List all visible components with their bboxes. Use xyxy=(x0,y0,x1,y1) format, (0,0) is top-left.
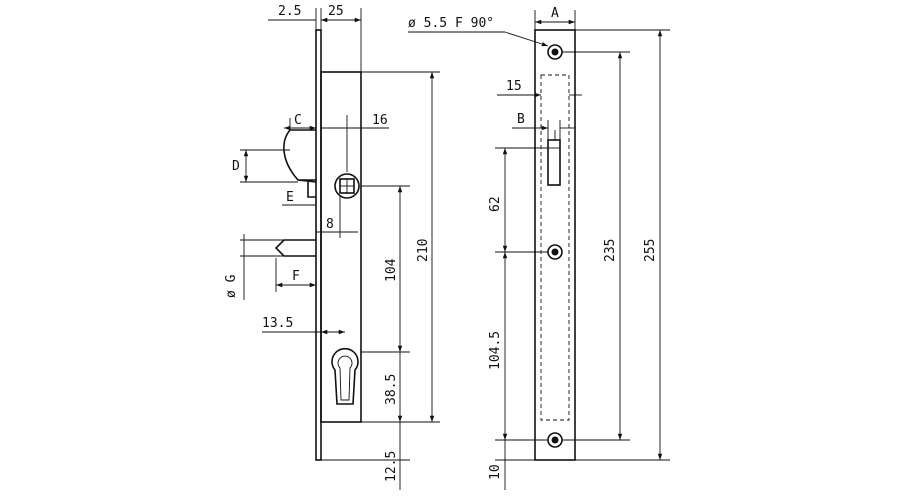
top-screw-hole xyxy=(547,44,563,60)
case-outline xyxy=(540,74,570,421)
hub xyxy=(334,173,360,199)
dim-width: A xyxy=(551,6,559,21)
dim-hook-gap: E xyxy=(286,190,294,205)
dim-plate-thickness: 2.5 xyxy=(278,4,301,19)
dim-bolt-to-hole: 62 xyxy=(488,196,503,212)
lock-body xyxy=(320,71,362,423)
dim-bottom-side: 12.5 xyxy=(384,451,399,482)
dim-hook-offset: C xyxy=(294,113,302,128)
dim-latch-dia: ø G xyxy=(224,274,239,298)
bottom-screw-hole xyxy=(547,432,563,448)
cylinder-profile xyxy=(331,347,359,405)
dim-hook-height: D xyxy=(232,159,240,174)
dim-backset: 16 xyxy=(372,113,388,128)
dim-bolt-width: B xyxy=(517,112,525,127)
bolt-slot xyxy=(547,139,561,186)
dim-bottom-front: 10 xyxy=(488,464,503,480)
latch-bolt xyxy=(274,239,316,257)
front-faceplate xyxy=(534,29,576,461)
dim-slot-width: 15 xyxy=(506,79,522,94)
dim-latch-length: F xyxy=(292,269,300,284)
dim-total-height: 255 xyxy=(643,239,658,262)
dim-hole-to-bottom-hole: 104.5 xyxy=(488,331,503,370)
mid-screw-hole xyxy=(547,244,563,260)
dim-hole: ø 5.5 F 90° xyxy=(408,16,494,31)
dim-hub-offset: 8 xyxy=(326,217,334,232)
dim-cylinder-to-bottom: 38.5 xyxy=(384,374,399,405)
dim-cylinder-offset: 13.5 xyxy=(262,316,293,331)
dim-hub-to-bottom: 210 xyxy=(416,239,431,262)
hook-catch xyxy=(307,182,316,198)
front-view: A ø 5.5 F 90° 15 B 62 104.5 10 235 xyxy=(408,6,670,490)
dim-body-depth: 25 xyxy=(328,4,344,19)
side-view: 2.5 25 C 16 D E 8 ø G F 13.5 xyxy=(224,4,440,490)
dim-hole-spacing: 235 xyxy=(603,239,618,262)
dim-hub-to-cylinder: 104 xyxy=(384,258,399,282)
hook-bolt xyxy=(283,129,317,183)
